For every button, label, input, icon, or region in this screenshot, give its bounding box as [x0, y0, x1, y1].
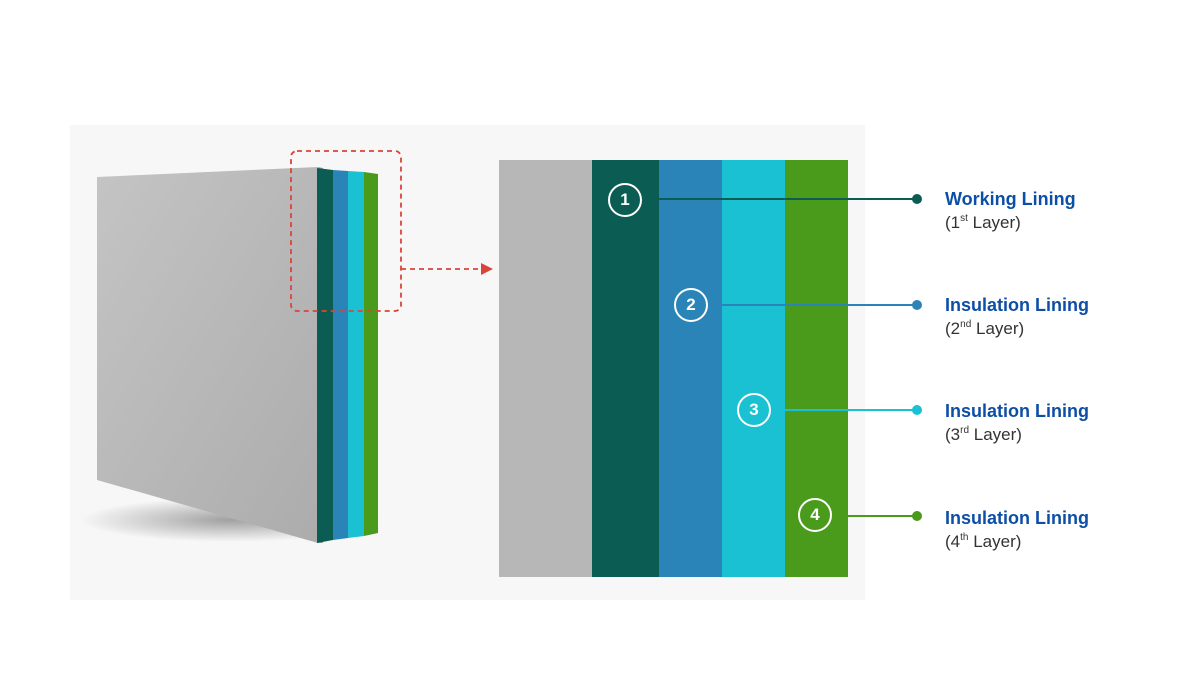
- layer-3-label: Insulation Lining (3rd Layer): [945, 400, 1089, 448]
- layer-4-title: Insulation Lining: [945, 508, 1089, 528]
- block-side-layer4: [364, 172, 378, 536]
- callout-box: [290, 150, 402, 312]
- layer-1-badge: 1: [608, 183, 642, 217]
- layer-4-badge: 4: [798, 498, 832, 532]
- block-side-layer3: [348, 171, 364, 538]
- layer-3-subtitle: (3rd Layer): [945, 425, 1022, 444]
- block-front-face: [97, 167, 318, 543]
- layer-1-title: Working Lining: [945, 189, 1076, 209]
- layer-2-leader-line: [711, 304, 917, 306]
- layer-3-insulation-lining: [722, 160, 785, 577]
- layer-3-leader-dot: [912, 405, 922, 415]
- layer-2-subtitle: (2nd Layer): [945, 319, 1025, 338]
- layer-2-title: Insulation Lining: [945, 295, 1089, 315]
- block-side-layer2: [333, 170, 348, 540]
- cross-section-zoom: [499, 160, 848, 577]
- layer-2-label: Insulation Lining (2nd Layer): [945, 294, 1089, 342]
- layer-3-leader-line: [774, 409, 917, 411]
- layer-3-title: Insulation Lining: [945, 401, 1089, 421]
- layer-1-working-lining: [592, 160, 659, 577]
- layer-4-label: Insulation Lining (4th Layer): [945, 507, 1089, 555]
- layer-3-badge: 3: [737, 393, 771, 427]
- layer-4-leader-dot: [912, 511, 922, 521]
- layer-1-leader-line: [645, 198, 917, 200]
- layer-2-leader-dot: [912, 300, 922, 310]
- block-side-layer1: [317, 168, 333, 543]
- layer-1-subtitle: (1st Layer): [945, 213, 1021, 232]
- layer-4-subtitle: (4th Layer): [945, 532, 1022, 551]
- arrow-right-icon: [481, 263, 493, 275]
- layer-1-label: Working Lining (1st Layer): [945, 188, 1076, 236]
- layer-2-insulation-lining: [659, 160, 722, 577]
- layer-2-badge: 2: [674, 288, 708, 322]
- concrete-layer: [499, 160, 592, 577]
- layer-1-leader-dot: [912, 194, 922, 204]
- layer-4-leader-line: [835, 515, 917, 517]
